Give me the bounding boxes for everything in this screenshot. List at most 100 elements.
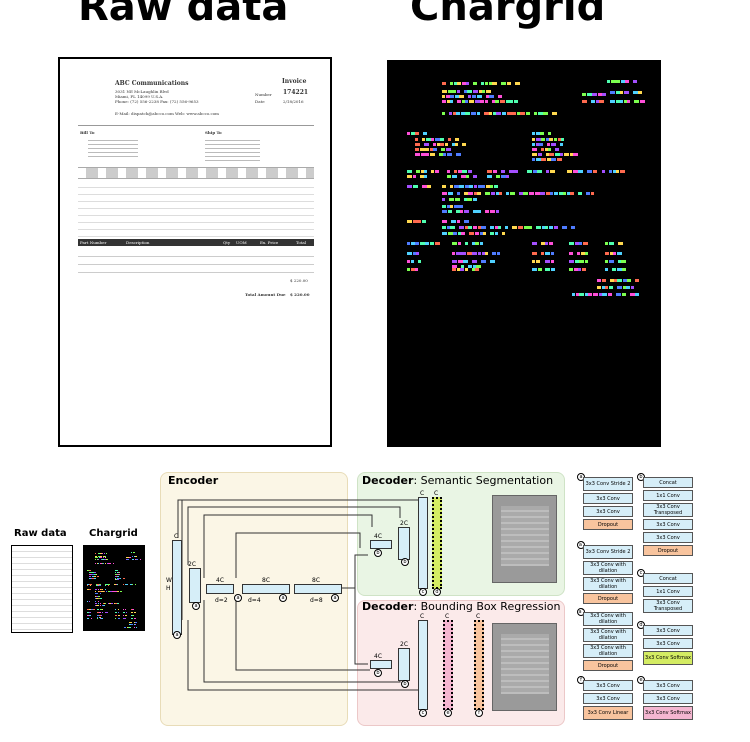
seg-decoder-rest: : Semantic Segmentation (413, 474, 553, 487)
chargrid-char (526, 112, 530, 115)
chargrid-char (125, 615, 126, 616)
chargrid-char (536, 260, 540, 263)
chargrid-char (609, 286, 613, 289)
chargrid-char (532, 158, 535, 161)
chargrid-char (108, 585, 109, 586)
chargrid-char (621, 80, 625, 83)
chargrid-char (425, 148, 429, 151)
chargrid-char (435, 242, 440, 245)
chargrid-char (578, 170, 583, 173)
encoder-block-4c (206, 584, 234, 594)
legend-block-a2-3: Dropout (583, 593, 633, 604)
seg-2c-label: 2C (400, 520, 408, 527)
chargrid-char (98, 563, 99, 564)
chargrid-char (89, 589, 91, 590)
chargrid-char (102, 609, 103, 610)
chargrid-char (445, 143, 448, 146)
chargrid-char (490, 260, 495, 263)
chargrid-char (123, 578, 125, 579)
chargrid-char (631, 286, 634, 289)
chargrid-char (115, 612, 117, 613)
chargrid-char (609, 242, 614, 245)
chargrid-char (635, 279, 639, 282)
chargrid-char (545, 148, 548, 151)
chargrid-char (532, 138, 535, 141)
marker-c1: c (419, 588, 427, 596)
chargrid-char (430, 242, 434, 245)
chargrid-char (491, 192, 495, 195)
chargrid-char (538, 112, 543, 115)
chargrid-char (447, 170, 450, 173)
chargrid-char (510, 192, 515, 195)
chargrid-char (490, 210, 495, 213)
chargrid-char (424, 143, 429, 146)
chargrid-char (512, 112, 516, 115)
chargrid-char (484, 112, 489, 115)
encoder-title: Encoder (168, 474, 218, 487)
chargrid-char (135, 556, 137, 557)
chargrid-char (610, 279, 614, 282)
chargrid-char (413, 185, 418, 188)
chargrid-char (475, 268, 479, 271)
chargrid-char (416, 252, 419, 255)
chargrid-char (507, 112, 512, 115)
encoder-block-8c-1 (242, 584, 290, 594)
chargrid-char (633, 80, 637, 83)
chargrid-char (532, 143, 535, 146)
chargrid-char (134, 618, 136, 619)
chargrid-char (447, 153, 452, 156)
chargrid-char (532, 148, 537, 151)
chargrid-char (494, 185, 498, 188)
chargrid-char (443, 153, 446, 156)
chargrid-char (540, 192, 545, 195)
chargrid-char (440, 143, 444, 146)
chargrid-char (415, 132, 419, 135)
chargrid-char (452, 268, 456, 271)
chargrid-char (430, 148, 433, 151)
chargrid-char (123, 615, 124, 616)
chargrid-char (472, 268, 475, 271)
chargrid-char (95, 601, 96, 602)
chargrid-char (473, 175, 477, 178)
chargrid-char (132, 559, 134, 560)
chargrid-char (421, 170, 424, 173)
chargrid-char (100, 593, 102, 594)
chargrid-char (536, 226, 541, 229)
chargrid-char (442, 220, 447, 223)
chargrid-char (485, 192, 490, 195)
small-chargrid-thumbnail (83, 545, 145, 631)
chargrid-char (626, 286, 630, 289)
chargrid-char (515, 82, 520, 85)
chargrid-char (422, 185, 427, 188)
chargrid-char (463, 260, 468, 263)
chargrid-char (458, 242, 461, 245)
box-output-2 (474, 620, 484, 710)
chargrid-char (407, 175, 412, 178)
dilation-2-label: d=2 (215, 597, 228, 604)
chargrid-char (602, 170, 605, 173)
chargrid-char (490, 232, 494, 235)
chargrid-char (596, 100, 599, 103)
chargrid-char (426, 138, 431, 141)
chargrid-char (481, 260, 486, 263)
chargrid-char (620, 91, 623, 94)
box-block-2c (398, 648, 410, 681)
chargrid-char (545, 252, 550, 255)
chargrid-char (599, 293, 602, 296)
chargrid-char (485, 100, 488, 103)
chargrid-char (505, 226, 508, 229)
chargrid-char (455, 198, 460, 201)
chargrid-char (132, 584, 133, 585)
chargrid-char (469, 100, 474, 103)
legend-block-a3-0: 3x3 Conv with dilation (583, 612, 633, 626)
legend-block-e-0: 3x3 Conv (643, 680, 693, 691)
chargrid-char (559, 192, 563, 195)
chargrid-char (467, 90, 472, 93)
chargrid-char (477, 95, 482, 98)
seg-decoder-title: Decoder: Semantic Segmentation (362, 474, 553, 487)
chargrid-char (514, 100, 518, 103)
chargrid-char (575, 260, 579, 263)
chargrid-char (433, 143, 436, 146)
chargrid-char (478, 252, 481, 255)
chargrid-char (442, 205, 446, 208)
